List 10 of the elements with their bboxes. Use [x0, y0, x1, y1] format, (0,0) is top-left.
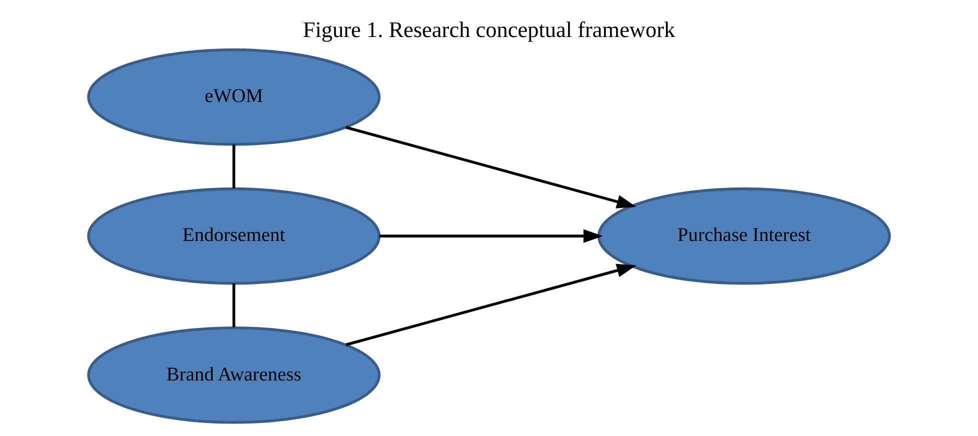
- node-ellipse: Endorsement: [87, 187, 381, 285]
- arrow: [346, 126, 636, 208]
- connector: [232, 283, 236, 328]
- connector: [232, 144, 236, 188]
- arrow: [346, 264, 636, 346]
- diagram-title: Figure 1. Research conceptual framework: [302, 16, 676, 42]
- node-ellipse: Purchase Interest: [597, 187, 891, 285]
- node-ellipse: eWOM: [87, 48, 381, 146]
- arrow: [379, 229, 603, 243]
- node-ellipse: Brand Awareness: [87, 326, 381, 424]
